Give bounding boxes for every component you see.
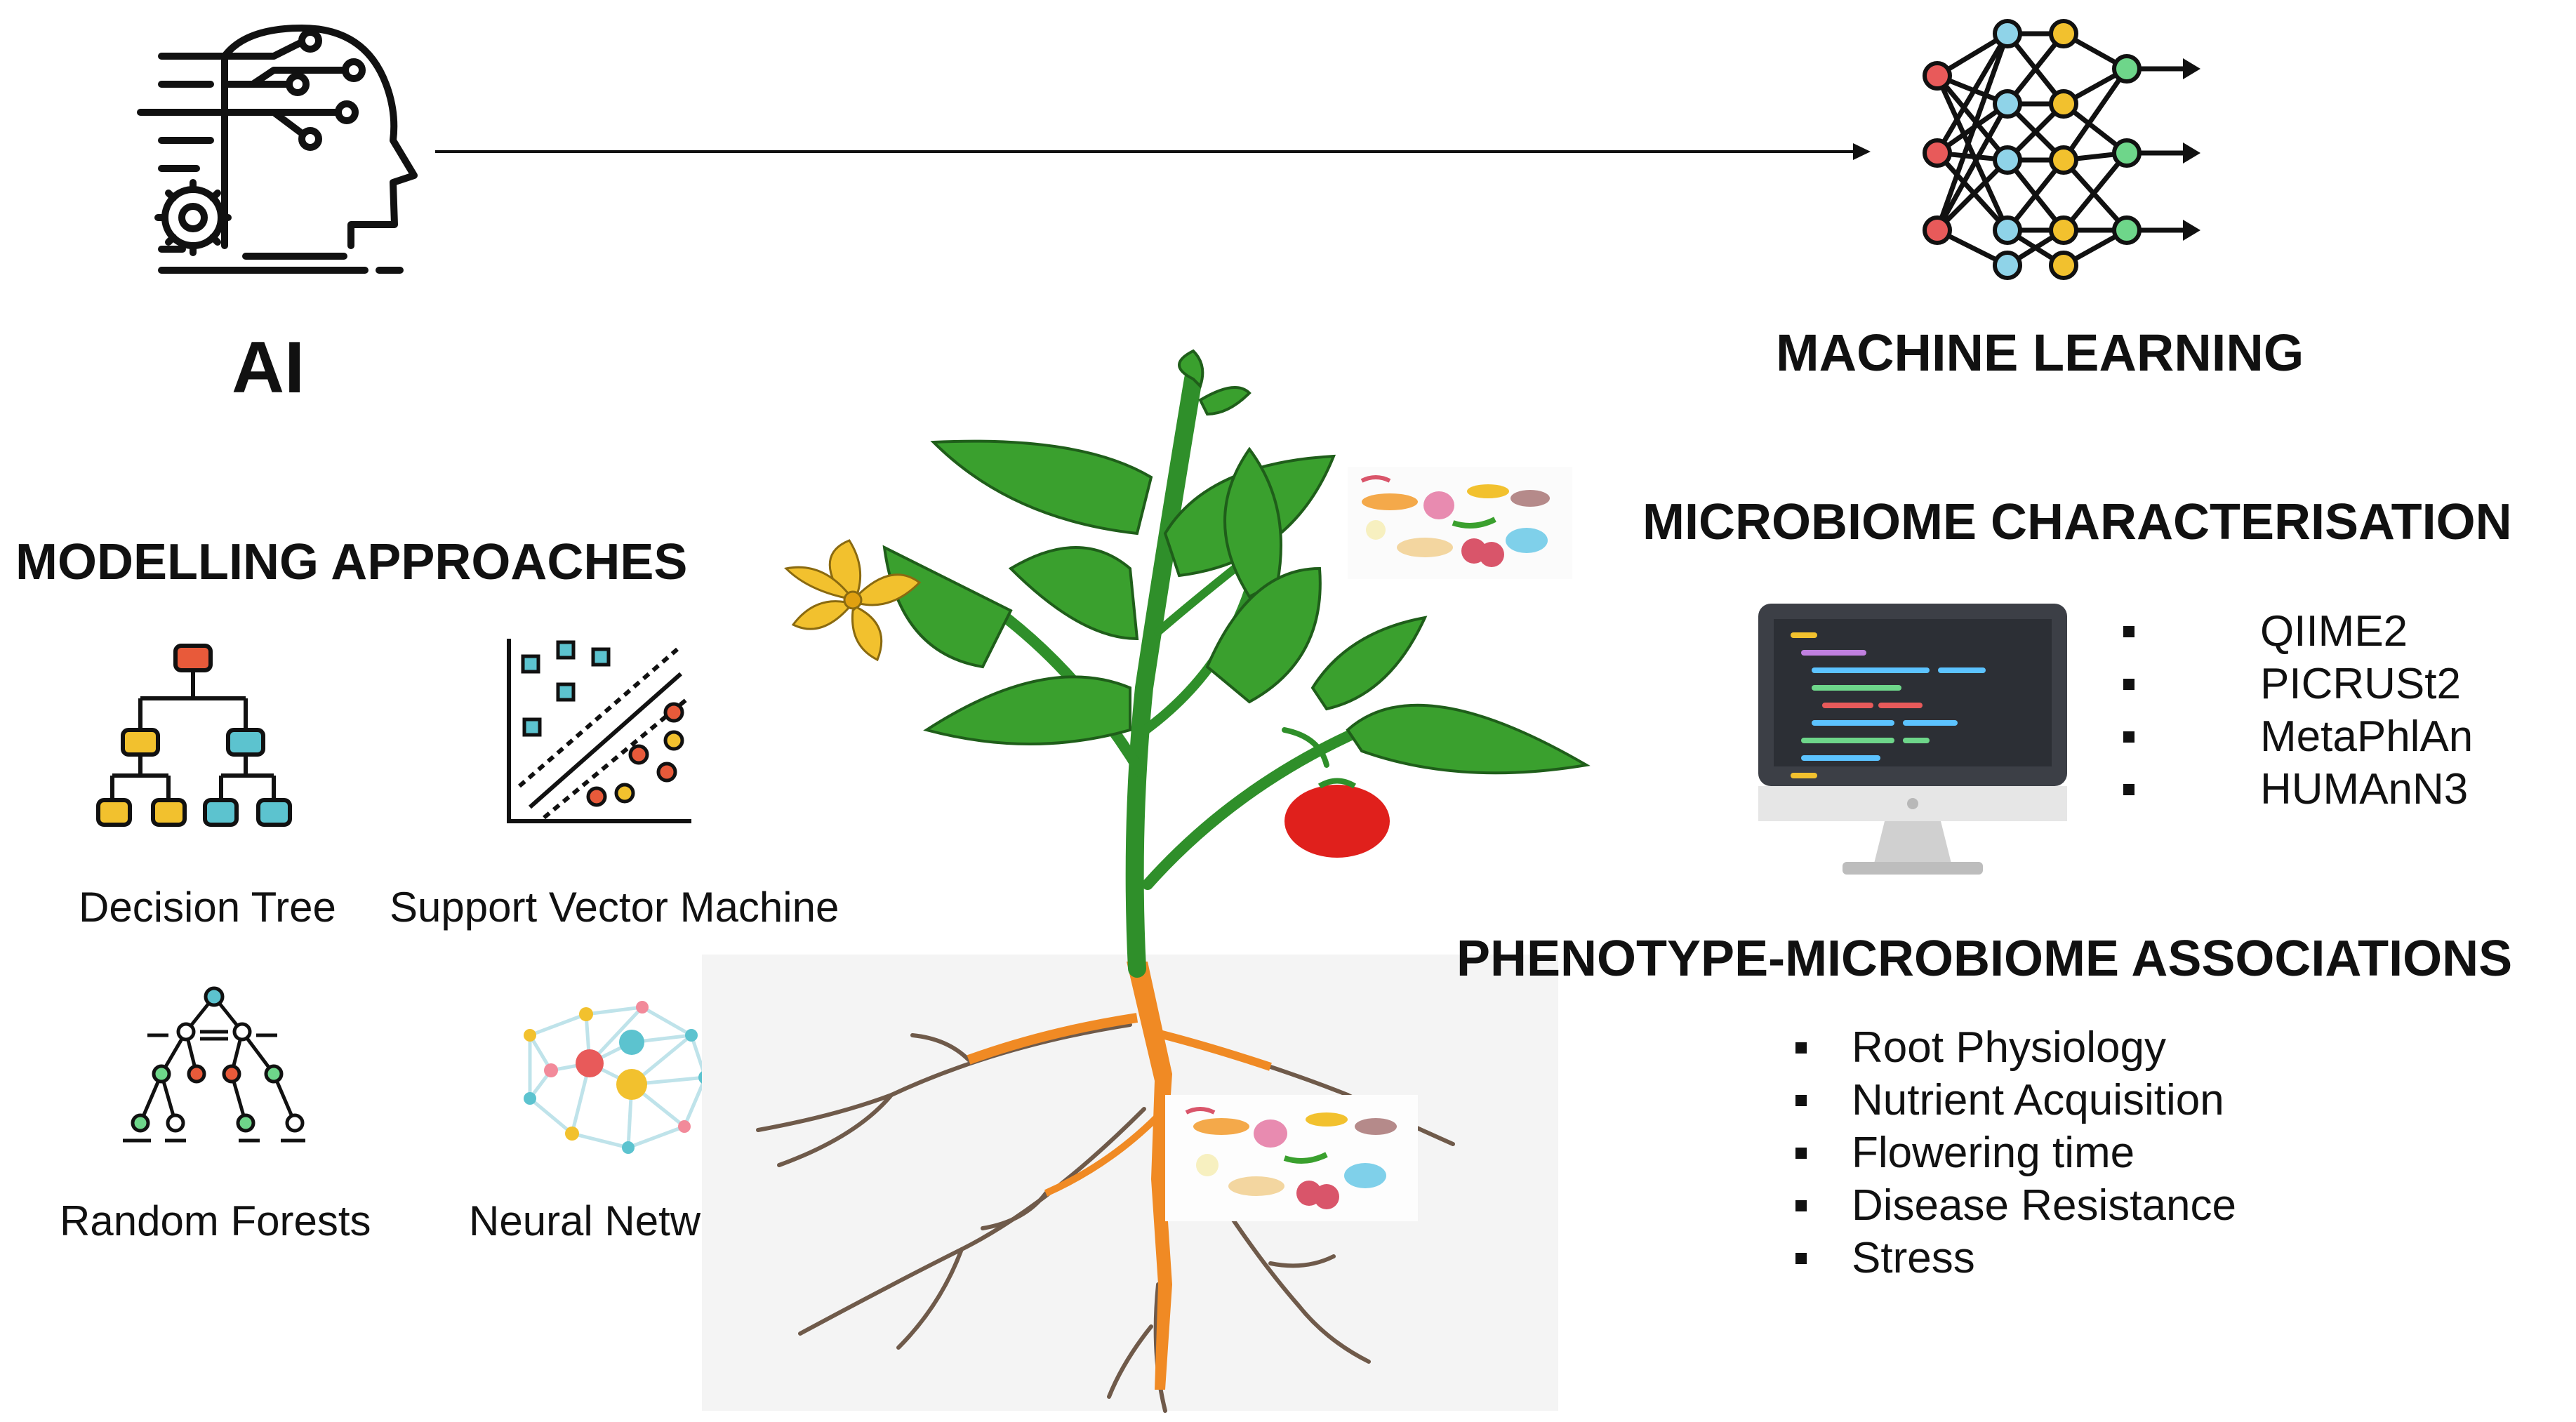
microbe-cluster-root (1165, 1095, 1418, 1221)
modelling-title: MODELLING APPROACHES (15, 534, 688, 590)
decision-tree-label: Decision Tree (79, 884, 336, 931)
computer-monitor-icon (1758, 604, 2067, 875)
machine-learning-label: MACHINE LEARNING (1776, 324, 2304, 382)
association-item: Flowering time (1795, 1127, 2236, 1179)
ai-head-icon (137, 25, 418, 274)
tool-item: QIIME2 (2123, 605, 2473, 658)
associations-list: Root Physiology Nutrient Acquisition Flo… (1795, 1021, 2236, 1284)
microbe-cluster-leaf (1348, 467, 1572, 579)
taproot (1127, 962, 1172, 1390)
microbiome-title: MICROBIOME CHARACTERISATION (1642, 494, 2512, 550)
tool-item: HUMAnN3 (2123, 763, 2473, 816)
tool-item: PICRUSt2 (2123, 658, 2473, 710)
plant-illustration (756, 349, 1591, 1413)
random-forests-icon (123, 986, 305, 1143)
support-vector-machine-label: Support Vector Machine (390, 884, 839, 931)
tool-item: MetaPhlAn (2123, 710, 2473, 763)
ai-label: AI (232, 327, 305, 408)
support-vector-machine-icon (507, 639, 691, 823)
tomato-fruit (1284, 785, 1390, 858)
neural-networks-icon (524, 1001, 712, 1154)
association-item: Stress (1795, 1232, 2236, 1284)
associations-title: PHENOTYPE-MICROBIOME ASSOCIATIONS (1456, 931, 2513, 987)
flower (783, 539, 922, 662)
association-item: Disease Resistance (1795, 1179, 2236, 1232)
tools-list: QIIME2 PICRUSt2 MetaPhlAn HUMAnN3 (2123, 605, 2473, 816)
connector-arrow (435, 143, 1871, 160)
association-item: Root Physiology (1795, 1021, 2236, 1074)
random-forests-label: Random Forests (60, 1197, 371, 1244)
decision-tree-icon (96, 644, 292, 827)
association-item: Nutrient Acquisition (1795, 1074, 2236, 1127)
neural-network-icon (1923, 19, 2200, 280)
